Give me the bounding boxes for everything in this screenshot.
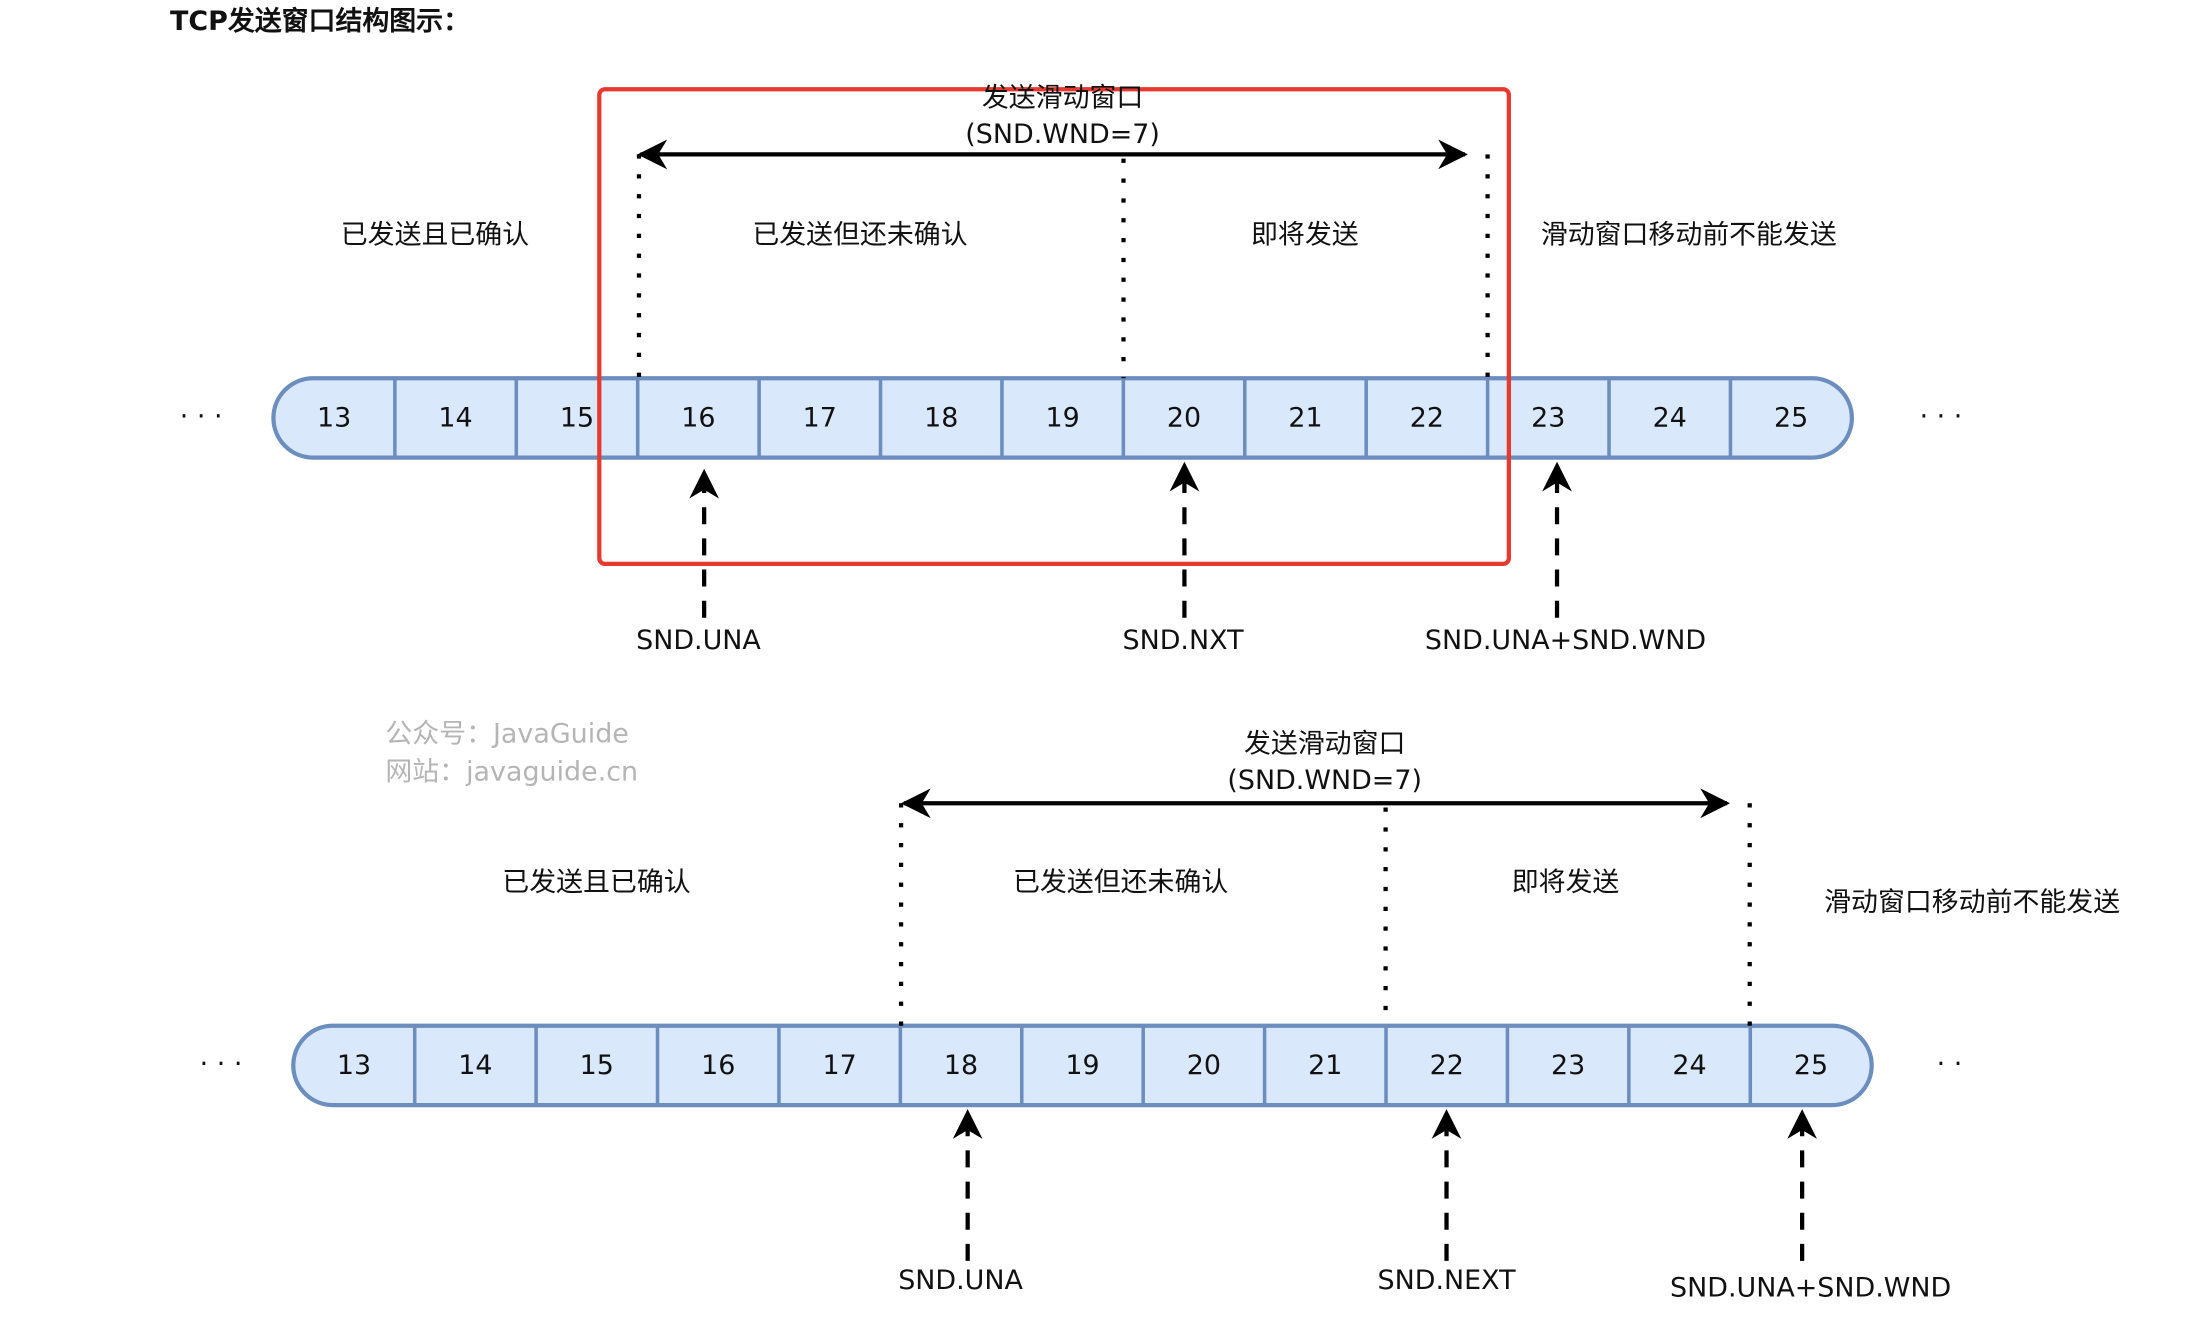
page-title: TCP发送窗口结构图示： <box>170 5 470 37</box>
pointer-label-una-plus-wnd: SND.UNA+SND.WND <box>1670 1272 1951 1303</box>
sequence-cell: 14 <box>458 1050 492 1081</box>
sequence-cell: 21 <box>1308 1050 1342 1081</box>
sequence-cell: 23 <box>1531 402 1565 433</box>
highlight-box <box>597 87 1511 566</box>
pointer-label-snd-nxt: SND.NXT <box>1123 625 1245 656</box>
sequence-cell: 25 <box>1794 1050 1828 1081</box>
window-size-label: (SND.WND=7) <box>1227 765 1422 796</box>
pointer-label-snd-next: SND.NEXT <box>1378 1265 1517 1296</box>
window-label: 发送滑动窗口 <box>982 82 1143 113</box>
sequence-cell: 24 <box>1653 402 1687 433</box>
sequence-cell: 15 <box>560 402 594 433</box>
bottom-sequence-bar: 13 14 15 16 17 18 19 20 21 22 23 24 25 <box>291 1023 1874 1108</box>
top-diagram: 13 14 15 16 17 18 19 20 21 22 23 24 25 发送滑动窗口 (SND.W… <box>180 82 1963 656</box>
sequence-cell: 19 <box>1046 402 1080 433</box>
sequence-cell: 25 <box>1774 402 1808 433</box>
ellipsis-right: · · · <box>1920 401 1963 432</box>
region-label: 即将发送 <box>1251 220 1359 251</box>
region-label: 滑动窗口移动前不能发送 <box>1541 220 1837 251</box>
window-label: 发送滑动窗口 <box>1244 728 1405 759</box>
watermark-line2: 网站：javaguide.cn <box>385 757 638 788</box>
sequence-cell: 20 <box>1167 402 1201 433</box>
sequence-bar-outline <box>271 376 1854 460</box>
sequence-cell: 21 <box>1288 402 1322 433</box>
sequence-cell: 14 <box>438 402 472 433</box>
sequence-cell: 20 <box>1187 1050 1221 1081</box>
sequence-cell: 19 <box>1065 1050 1099 1081</box>
sequence-cell: 22 <box>1430 1050 1464 1081</box>
watermark-line1: 公众号：JavaGuide <box>385 718 628 749</box>
sequence-cell: 23 <box>1551 1050 1585 1081</box>
pointer-label-una-plus-wnd: SND.UNA+SND.WND <box>1425 625 1706 656</box>
ellipsis-left: · · · <box>200 1048 243 1079</box>
region-label: 已发送且已确认 <box>502 867 690 898</box>
top-sequence-bar: 13 14 15 16 17 18 19 20 21 22 23 24 25 <box>271 376 1854 460</box>
bottom-diagram: 13 14 15 16 17 18 19 20 21 22 23 24 25 发送滑动窗口 (SND.W… <box>200 728 2121 1303</box>
region-label: 滑动窗口移动前不能发送 <box>1824 887 2120 918</box>
region-label: 已发送且已确认 <box>341 220 529 251</box>
sequence-cell: 24 <box>1672 1050 1706 1081</box>
sequence-cell: 18 <box>924 402 958 433</box>
sequence-cell: 15 <box>580 1050 614 1081</box>
pointer-label-snd-una: SND.UNA <box>898 1265 1023 1296</box>
window-size-label: (SND.WND=7) <box>965 119 1160 150</box>
pointer-label-snd-una: SND.UNA <box>636 625 761 656</box>
region-label: 已发送但还未确认 <box>752 220 967 251</box>
sequence-cell: 13 <box>317 402 351 433</box>
sequence-cell: 17 <box>823 1050 857 1081</box>
ellipsis-right: · · <box>1937 1048 1963 1079</box>
sequence-cell: 22 <box>1410 402 1444 433</box>
sequence-cell: 18 <box>944 1050 978 1081</box>
sequence-cell: 16 <box>701 1050 735 1081</box>
sequence-cell: 17 <box>803 402 837 433</box>
sequence-bar-outline <box>291 1023 1874 1108</box>
region-label: 即将发送 <box>1512 867 1620 898</box>
sequence-cell: 13 <box>337 1050 371 1081</box>
ellipsis-left: · · · <box>180 401 223 432</box>
sequence-cell: 16 <box>681 402 715 433</box>
region-label: 已发送但还未确认 <box>1013 867 1228 898</box>
